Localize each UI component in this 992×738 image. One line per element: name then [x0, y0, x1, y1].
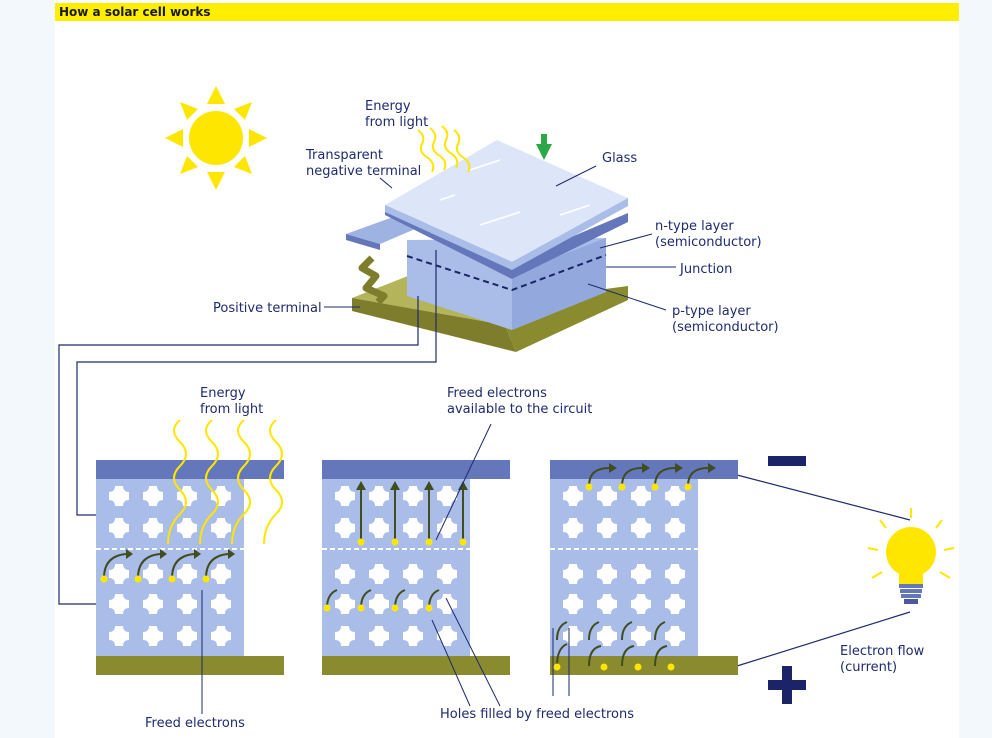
lattice-hole: [211, 486, 231, 506]
lattice-hole: [563, 486, 583, 506]
lattice-hole: [437, 486, 457, 506]
lattice-hole: [109, 626, 129, 646]
minus-icon: [768, 456, 806, 466]
lattice-hole: [143, 486, 163, 506]
plus-icon: [768, 666, 806, 704]
lattice-hole: [335, 594, 355, 614]
lattice-hole: [211, 564, 231, 584]
label-transparent-1: Transparent: [305, 148, 383, 163]
lattice-hole: [177, 564, 197, 584]
lattice-hole: [437, 626, 457, 646]
lattice-hole: [665, 518, 685, 538]
label-energy-top-1: Energy: [365, 99, 411, 114]
lattice-hole: [403, 594, 423, 614]
lattice-hole: [369, 594, 389, 614]
lattice-hole: [335, 518, 355, 538]
page-title: How a solar cell works: [59, 5, 211, 19]
label-freed-electrons: Freed electrons: [145, 716, 245, 731]
lattice-hole: [143, 626, 163, 646]
lattice-hole: [597, 518, 617, 538]
lattice-hole: [563, 518, 583, 538]
sun-icon: [165, 86, 267, 190]
cell-panel-2: [322, 460, 510, 675]
label-freed-available-2: available to the circuit: [447, 402, 592, 417]
lattice-hole: [597, 564, 617, 584]
lattice-hole: [369, 486, 389, 506]
lattice-hole: [143, 518, 163, 538]
label-freed-available-1: Freed electrons: [447, 386, 547, 401]
lattice-hole: [403, 486, 423, 506]
solar-cell-3d: [346, 125, 628, 352]
label-ptype-2: (semiconductor): [672, 320, 779, 335]
label-junction: Junction: [679, 262, 732, 277]
lattice-hole: [631, 518, 651, 538]
lattice-hole: [369, 626, 389, 646]
lattice-hole: [109, 518, 129, 538]
lattice-hole: [143, 594, 163, 614]
lattice-hole: [563, 594, 583, 614]
label-electron-flow-2: (current): [840, 660, 897, 675]
lattice-hole: [665, 486, 685, 506]
lattice-hole: [369, 518, 389, 538]
lattice-hole: [403, 564, 423, 584]
lattice-hole: [665, 626, 685, 646]
lattice-hole: [211, 626, 231, 646]
lattice-hole: [631, 486, 651, 506]
lattice-hole: [335, 564, 355, 584]
lattice-hole: [143, 564, 163, 584]
lattice-hole: [665, 564, 685, 584]
lattice-hole: [211, 518, 231, 538]
label-ntype-2: (semiconductor): [655, 235, 762, 250]
down-arrow-icon: [536, 134, 552, 160]
title-bar: How a solar cell works: [55, 3, 959, 21]
lattice-hole: [597, 486, 617, 506]
label-electron-flow-1: Electron flow: [840, 644, 925, 659]
lattice-hole: [403, 518, 423, 538]
lattice-hole: [211, 594, 231, 614]
lattice-hole: [403, 626, 423, 646]
label-energy-low-2: from light: [200, 402, 263, 417]
lattice-hole: [109, 594, 129, 614]
light-bulb-icon: [867, 508, 955, 604]
lattice-hole: [631, 564, 651, 584]
label-ptype-1: p-type layer: [672, 304, 751, 319]
label-glass: Glass: [602, 151, 637, 166]
lattice-hole: [631, 626, 651, 646]
lattice-hole: [563, 626, 583, 646]
lattice-hole: [177, 594, 197, 614]
label-transparent-2: negative terminal: [306, 164, 421, 179]
label-holes-filled: Holes filled by freed electrons: [440, 707, 634, 722]
cell-panel-1: [96, 419, 284, 675]
junction-line: [406, 254, 607, 292]
cell-panel-3: [550, 460, 738, 675]
lattice-hole: [631, 594, 651, 614]
lattice-hole: [177, 626, 197, 646]
lattice-hole: [335, 626, 355, 646]
label-energy-top-2: from light: [365, 115, 428, 130]
lattice-hole: [597, 594, 617, 614]
label-energy-low-1: Energy: [200, 386, 246, 401]
lattice-hole: [437, 564, 457, 584]
lattice-hole: [437, 518, 457, 538]
lattice-hole: [369, 564, 389, 584]
label-ntype-1: n-type layer: [655, 219, 734, 234]
lattice-hole: [177, 518, 197, 538]
lattice-hole: [109, 564, 129, 584]
label-positive-terminal: Positive terminal: [213, 301, 322, 316]
lattice-hole: [563, 564, 583, 584]
lattice-hole: [597, 626, 617, 646]
lattice-hole: [335, 486, 355, 506]
lattice-hole: [109, 486, 129, 506]
lattice-hole: [665, 594, 685, 614]
